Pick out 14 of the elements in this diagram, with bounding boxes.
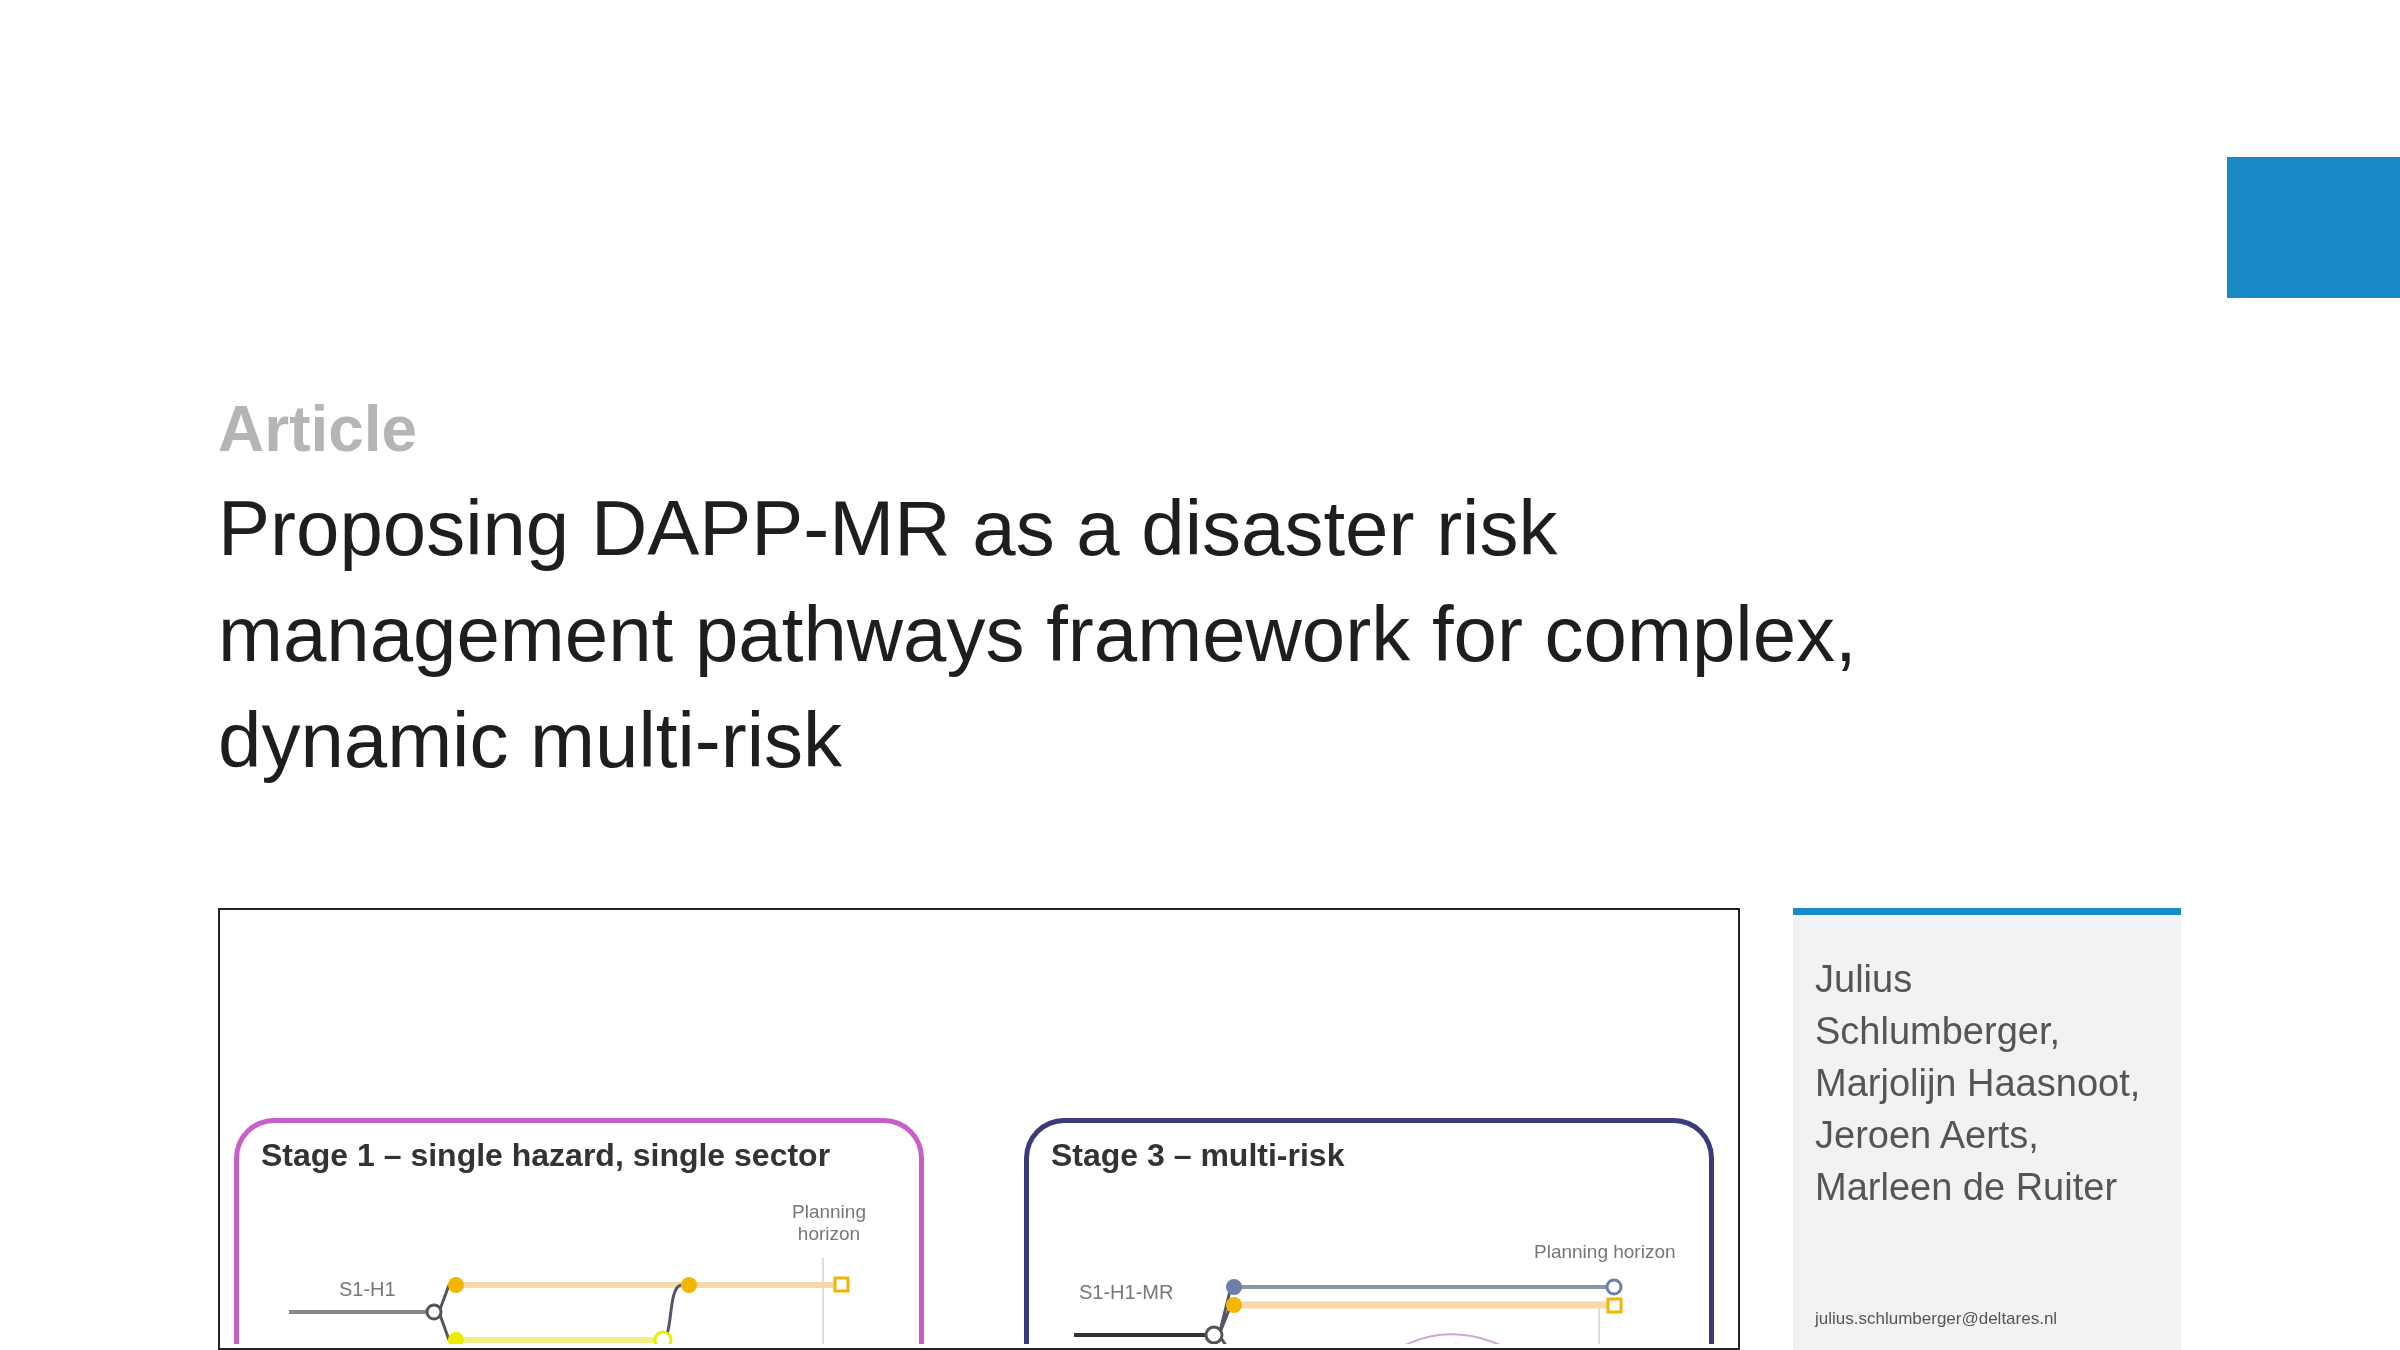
- author-card: [1793, 908, 2181, 1350]
- panel-heading: Stage 1 – single hazard, single sector: [261, 1137, 831, 1174]
- planning-horizon-label: Planning horizon: [791, 1201, 867, 1245]
- planning-horizon-label: Planning horizon: [1534, 1241, 1676, 1263]
- stage-panel: [234, 1118, 924, 1344]
- author-names: Julius Schlumberger, Marjolijn Haasnoot, Jeroen Aerts, Marleen de Ruiter: [1815, 957, 2142, 1210]
- pathway-label: S1-H1-MR: [1079, 1281, 1174, 1304]
- stage-panel: [1024, 1118, 1714, 1344]
- graphical-abstract-frame: [218, 908, 1740, 1350]
- section-label: Article: [218, 392, 418, 466]
- article-title: Proposing DAPP-MR as a disaster risk management pathways framework for complex, dynamic multi-risk: [218, 483, 1858, 786]
- panel-heading: Stage 3 – multi-risk: [1051, 1137, 1345, 1174]
- email-address: julius.schlumberger@deltares.nl: [1815, 1309, 2058, 1329]
- pathway-label: S1-H1: [339, 1278, 396, 1301]
